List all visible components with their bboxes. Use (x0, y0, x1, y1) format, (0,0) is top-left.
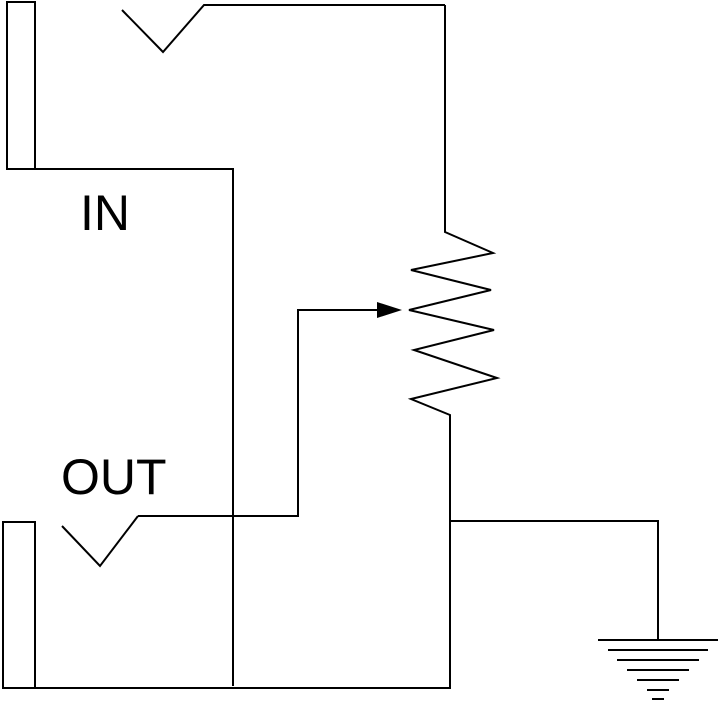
input-jack (6, 1, 445, 170)
input-jack-sleeve (6, 1, 36, 170)
input-jack-tip (121, 4, 445, 54)
output-jack-sleeve (2, 521, 36, 689)
output-jack (2, 515, 139, 689)
output-jack-tip (61, 515, 139, 568)
input-label: IN (80, 185, 130, 241)
potentiometer-resistor (407, 5, 501, 521)
ground-rail (35, 521, 451, 689)
input-sleeve-wire (35, 168, 234, 686)
output-label: OUT (61, 449, 167, 505)
potentiometer-wiper-wire (138, 309, 382, 517)
potentiometer (138, 5, 501, 521)
ground-wire (450, 520, 659, 640)
potentiometer-wiper-arrow (377, 302, 402, 318)
ground-symbol (598, 639, 718, 700)
